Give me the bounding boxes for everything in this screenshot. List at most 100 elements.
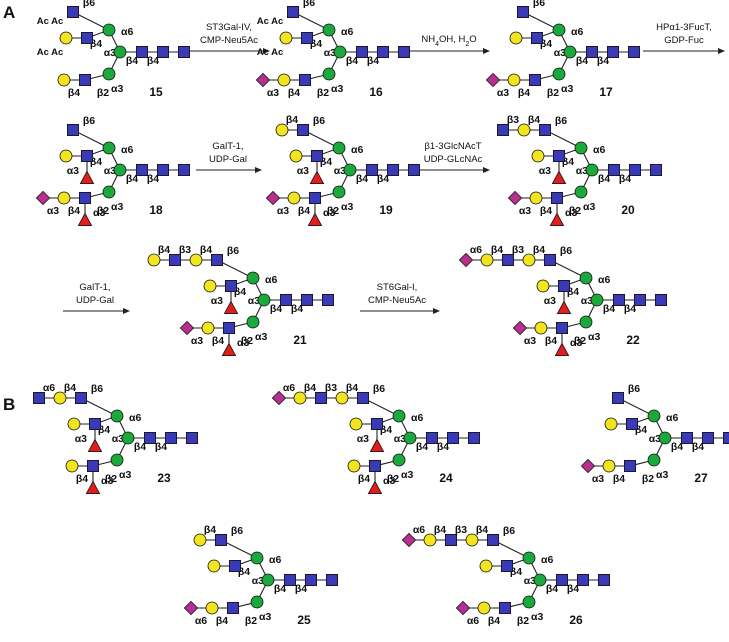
neu5ac-diamond xyxy=(507,190,523,206)
glcnac-square xyxy=(210,253,223,266)
glcnac-square xyxy=(300,32,313,45)
glcnac-square xyxy=(634,293,647,306)
linkage-label: α3 xyxy=(297,165,309,177)
linkage-label: β4 xyxy=(488,615,500,627)
mannose-circle xyxy=(333,45,347,59)
linkage-label: α6 xyxy=(121,26,133,38)
mannose-circle xyxy=(647,409,661,423)
glcnac-square xyxy=(425,431,438,444)
neu5ac-diamond xyxy=(179,320,195,336)
compound-number: 20 xyxy=(621,203,635,217)
glcnac-square xyxy=(655,293,668,306)
linkage-label: α6 xyxy=(411,412,423,424)
linkage-label: α3 xyxy=(67,165,79,177)
linkage-label: β2 xyxy=(569,205,581,217)
linkage-label: α3 xyxy=(357,433,369,445)
linkage-label: α6 xyxy=(341,26,353,38)
glcnac-square xyxy=(556,321,569,334)
compound-number: 25 xyxy=(297,613,311,627)
galactose-circle xyxy=(423,533,437,547)
linkage-label: β2 xyxy=(387,473,399,485)
glcnac-square xyxy=(156,46,169,59)
linkage-label: β4 xyxy=(377,173,389,185)
neu5ac-diamond xyxy=(401,532,417,548)
reaction-r5-line1: β1-3GlcNAcT xyxy=(424,141,481,152)
glcnac-square xyxy=(586,46,599,59)
galactose-circle xyxy=(207,559,221,573)
fucose-triangle xyxy=(77,212,93,227)
linkage-label: α3 xyxy=(383,475,395,487)
acetyl-label: Ac Ac xyxy=(37,47,64,58)
glcnac-square xyxy=(177,163,190,176)
compound-number: 18 xyxy=(149,203,163,217)
glycosidic-bond xyxy=(220,539,258,559)
neu5ac-diamond xyxy=(458,252,474,268)
linkage-label: β6 xyxy=(628,383,640,395)
reaction-r4-line2: UDP-Gal xyxy=(209,154,247,165)
compound-number: 17 xyxy=(599,85,613,99)
acetyl-label: Ac Ac xyxy=(257,47,284,58)
linkage-label: α6 xyxy=(43,382,55,394)
linkage-label: α3 xyxy=(252,575,264,587)
glcnac-square xyxy=(314,391,327,404)
mannose-circle xyxy=(585,163,599,177)
fucose-triangle xyxy=(309,170,325,185)
linkage-label: β6 xyxy=(533,0,545,9)
linkage-label: α6 xyxy=(265,274,277,286)
mannose-circle xyxy=(250,595,264,609)
compound-number: 16 xyxy=(369,85,383,99)
linkage-label: β4 xyxy=(367,55,379,67)
glcnac-square xyxy=(164,431,177,444)
linkage-label: β4 xyxy=(147,55,159,67)
linkage-label: β4 xyxy=(533,244,545,256)
linkage-label: α6 xyxy=(598,274,610,286)
reaction-arrow-r1: ST3Gal-IV, CMP-Neu5Ac xyxy=(188,22,270,54)
glcnac-square xyxy=(553,149,566,162)
glcnac-square xyxy=(286,6,299,18)
linkage-label: β6 xyxy=(373,383,385,395)
linkage-label: α3 xyxy=(524,575,536,587)
linkage-label: β2 xyxy=(245,615,257,627)
glcnac-square xyxy=(156,163,169,176)
glcnac-square xyxy=(79,74,92,87)
linkage-label: α3 xyxy=(531,611,543,623)
reaction-r3-line2: GDP-Fuc xyxy=(664,35,704,46)
glcnac-square xyxy=(279,293,292,306)
glcnac-square xyxy=(222,321,235,334)
linkage-label: α6 xyxy=(195,615,207,627)
linkage-label: β6 xyxy=(83,0,95,9)
linkage-label: α3 xyxy=(656,469,668,481)
linkage-label: α6 xyxy=(666,412,678,424)
reaction-r6-line1: GalT-1, xyxy=(79,282,110,293)
reaction-arrow-r6: GalT-1, UDP-Gal xyxy=(63,282,130,314)
linkage-label: α3 xyxy=(248,295,260,307)
linkage-label: β4 xyxy=(200,244,212,256)
compound-number: 19 xyxy=(379,203,393,217)
glycosidic-bond xyxy=(216,259,254,279)
galactose-circle xyxy=(203,279,217,293)
glcnac-square xyxy=(135,46,148,59)
glcnac-square xyxy=(613,293,626,306)
glcnac-square xyxy=(304,574,317,587)
mannose-circle xyxy=(332,185,346,199)
linkage-label: β6 xyxy=(560,245,572,257)
mannose-circle xyxy=(590,293,604,307)
glcnac-square xyxy=(67,6,80,18)
linkage-label: β4 xyxy=(147,173,159,185)
glcnac-square xyxy=(407,163,420,176)
linkage-label: β2 xyxy=(517,615,529,627)
linkage-label: α6 xyxy=(571,26,583,38)
linkage-label: α6 xyxy=(283,382,295,394)
linkage-label: α3 xyxy=(588,331,600,343)
galactose-circle xyxy=(507,73,521,87)
linkage-label: α3 xyxy=(255,331,267,343)
mannose-circle xyxy=(250,551,264,565)
linkage-label: β3 xyxy=(507,114,519,126)
reaction-arrows: ST3Gal-IV, CMP-Neu5Ac NH4OH, H2O HPα1-3F… xyxy=(63,22,725,314)
glcnac-square xyxy=(75,391,88,404)
